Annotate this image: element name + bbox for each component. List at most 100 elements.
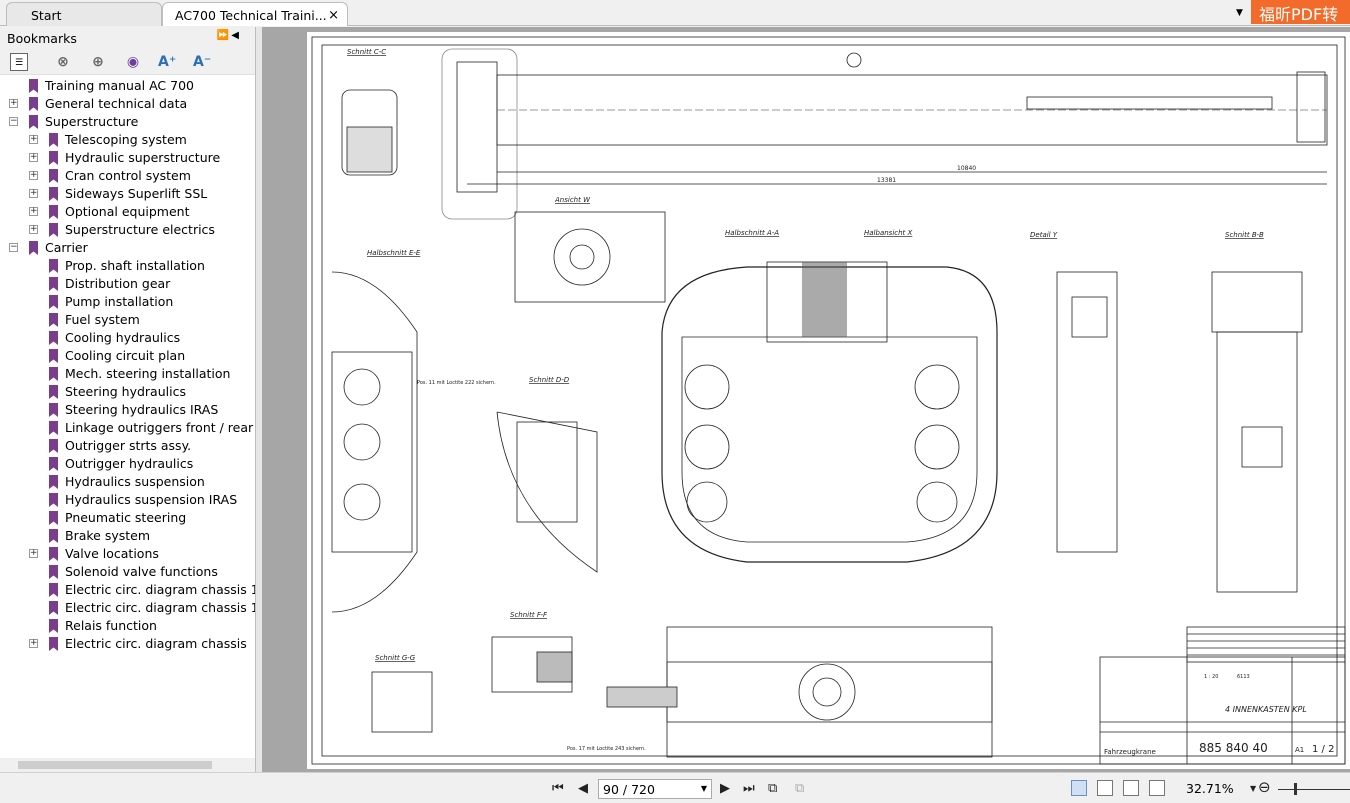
bookmark-item[interactable]: +Sideways Superlift SSL <box>0 185 255 203</box>
expand-all-icon[interactable]: ☰ <box>10 53 28 71</box>
tab-start[interactable]: Start <box>6 2 162 26</box>
expand-icon[interactable]: + <box>29 548 38 558</box>
bookmark-label: Distribution gear <box>65 276 171 291</box>
last-page-icon[interactable]: ⏭ <box>743 781 755 796</box>
zoom-dropdown-icon[interactable]: ▼ <box>1250 784 1257 793</box>
bookmark-item[interactable]: Outrigger strts assy. <box>0 437 255 455</box>
goto-bookmark-icon[interactable]: ◉ <box>126 54 140 70</box>
bookmark-label: Brake system <box>65 528 151 543</box>
page-number-input[interactable]: 90 / 720▼ <box>598 779 712 799</box>
previous-page-icon[interactable]: ◀ <box>578 781 588 796</box>
zoom-slider-thumb[interactable] <box>1294 783 1297 795</box>
bookmark-item[interactable]: Electric circ. diagram chassis 130 1 <box>0 581 255 599</box>
pdf-page: 13381 10840 <box>307 32 1350 769</box>
bookmark-item[interactable]: Mech. steering installation <box>0 365 255 383</box>
add-bookmark-icon[interactable]: ⊕ <box>92 54 104 70</box>
font-decrease-icon[interactable]: A⁻ <box>193 54 212 70</box>
bookmark-icon <box>49 583 58 597</box>
bookmark-item[interactable]: − Superstructure <box>0 113 255 131</box>
expand-icon[interactable]: + <box>29 170 38 180</box>
bookmark-item[interactable]: Electric circ. diagram chassis 189 1 <box>0 599 255 617</box>
bookmark-item[interactable]: Pneumatic steering <box>0 509 255 527</box>
expand-icon[interactable]: + <box>29 152 38 162</box>
view-label: Halbansicht X <box>864 229 913 237</box>
zoom-slider[interactable] <box>1278 789 1350 790</box>
panel-splitter[interactable] <box>256 27 262 772</box>
tab-document[interactable]: AC700 Technical Traini...× <box>162 2 348 26</box>
bookmark-icon <box>49 295 58 309</box>
bookmark-item[interactable]: +Electric circ. diagram chassis <box>0 635 255 653</box>
brand-banner[interactable]: 福昕PDF转 <box>1251 0 1350 24</box>
bookmark-item[interactable]: Steering hydraulics IRAS <box>0 401 255 419</box>
bookmark-label: Mech. steering installation <box>65 366 231 381</box>
collapse-icon[interactable]: − <box>9 242 18 252</box>
bookmark-label: Training manual AC 700 <box>45 78 194 93</box>
bookmark-item[interactable]: Fuel system <box>0 311 255 329</box>
bookmarks-panel: Bookmarks ⏩◀ ☰ ⊗ ⊕ ◉ A⁺ A⁻ Training manu… <box>0 27 256 772</box>
bookmark-icon <box>29 79 38 93</box>
bookmark-item[interactable]: Prop. shaft installation <box>0 257 255 275</box>
bookmark-item[interactable]: + Hydraulic superstructure <box>0 149 255 167</box>
expand-icon[interactable]: + <box>9 98 18 108</box>
bookmark-icon <box>49 637 58 651</box>
horizontal-scrollbar[interactable] <box>0 758 255 772</box>
bookmark-label: Hydraulic superstructure <box>65 150 221 165</box>
panel-collapse-icon[interactable]: ⏩◀ <box>216 30 241 41</box>
bookmark-item[interactable]: +General technical data <box>0 95 255 113</box>
collapse-icon[interactable]: − <box>9 116 18 126</box>
font-increase-icon[interactable]: A⁺ <box>158 54 177 70</box>
view-label: Schnitt G-G <box>375 654 416 662</box>
bookmark-item[interactable]: Cooling circuit plan <box>0 347 255 365</box>
expand-icon[interactable]: + <box>29 224 38 234</box>
continuous-facing-view-icon[interactable] <box>1149 780 1165 796</box>
continuous-view-icon[interactable] <box>1097 780 1113 796</box>
expand-icon[interactable]: + <box>29 206 38 216</box>
bookmark-icon <box>49 259 58 273</box>
expand-icon[interactable]: + <box>29 638 38 648</box>
bookmark-icon <box>49 367 58 381</box>
close-icon[interactable]: × <box>328 8 339 23</box>
bookmark-item[interactable]: Relais function <box>0 617 255 635</box>
bookmark-label: Electric circ. diagram chassis 189 1 <box>65 600 255 615</box>
bookmark-item[interactable]: Distribution gear <box>0 275 255 293</box>
bookmark-item[interactable]: Outrigger hydraulics <box>0 455 255 473</box>
bookmark-label: Cooling circuit plan <box>65 348 186 363</box>
bookmark-item[interactable]: +Telescoping system <box>0 131 255 149</box>
tab-list-dropdown-icon[interactable]: ▼ <box>1236 8 1243 18</box>
bookmarks-title: Bookmarks <box>7 31 77 46</box>
engineering-drawing: 13381 10840 <box>311 36 1346 765</box>
single-page-view-icon[interactable] <box>1071 780 1087 796</box>
bookmark-item[interactable]: +Superstructure electrics <box>0 221 255 239</box>
bookmark-item[interactable]: Cooling hydraulics <box>0 329 255 347</box>
next-view-icon[interactable]: ⧉ <box>795 781 805 796</box>
bookmark-label: Superstructure <box>45 114 139 129</box>
facing-view-icon[interactable] <box>1123 780 1139 796</box>
chevron-down-icon[interactable]: ▼ <box>700 784 707 793</box>
first-page-icon[interactable]: ⏮ <box>552 781 564 796</box>
scrollbar-thumb[interactable] <box>18 761 212 769</box>
bookmark-icon <box>49 169 58 183</box>
bookmark-item[interactable]: Hydraulics suspension IRAS <box>0 491 255 509</box>
bookmark-item[interactable]: Brake system <box>0 527 255 545</box>
bookmark-item[interactable]: +Optional equipment <box>0 203 255 221</box>
expand-icon[interactable]: + <box>29 134 38 144</box>
bookmark-item[interactable]: Linkage outriggers front / rear <box>0 419 255 437</box>
bookmark-item[interactable]: Steering hydraulics <box>0 383 255 401</box>
previous-view-icon[interactable]: ⧉ <box>768 781 778 796</box>
bookmark-item[interactable]: −Carrier <box>0 239 255 257</box>
bookmark-item[interactable]: Pump installation <box>0 293 255 311</box>
bookmark-icon <box>49 385 58 399</box>
view-label: Schnitt F-F <box>510 611 548 619</box>
bookmark-item[interactable]: +Cran control system <box>0 167 255 185</box>
bookmark-item[interactable]: Training manual AC 700 <box>0 77 255 95</box>
zoom-out-icon[interactable]: ⊖ <box>1258 778 1271 796</box>
bookmark-icon <box>49 277 58 291</box>
expand-icon[interactable]: + <box>29 188 38 198</box>
bookmark-item[interactable]: +Valve locations <box>0 545 255 563</box>
bookmark-label: Outrigger hydraulics <box>65 456 194 471</box>
delete-bookmark-icon[interactable]: ⊗ <box>57 54 69 70</box>
bookmark-item[interactable]: Hydraulics suspension <box>0 473 255 491</box>
next-page-icon[interactable]: ▶ <box>720 781 730 796</box>
bookmark-item[interactable]: Solenoid valve functions <box>0 563 255 581</box>
zoom-level[interactable]: 32.71% <box>1186 781 1234 796</box>
